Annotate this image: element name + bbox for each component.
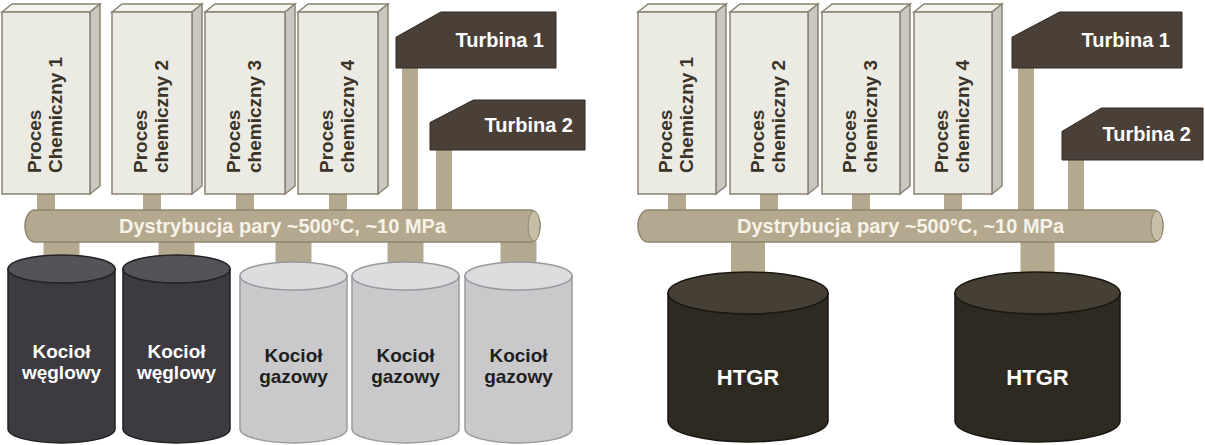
gas-boiler: Kocioł gazowy	[352, 262, 459, 443]
coal-boiler: Kocioł węglowy	[8, 255, 115, 443]
node-label: Proces chemiczny 3	[224, 33, 266, 173]
steam-stub	[402, 67, 418, 211]
process-box: Proces chemiczny 3	[205, 4, 295, 194]
pipe-label: Dystrybucja pary ~500°C, ~10 MPa	[737, 215, 1064, 237]
steam-stub	[731, 241, 765, 273]
steam-stub	[1021, 241, 1055, 273]
steam-stub	[436, 149, 452, 211]
rotated-label: Proces Chemiczny 1	[25, 33, 67, 173]
steam-stub	[501, 241, 537, 263]
rotated-label: Proces chemiczny 3	[224, 33, 266, 173]
node-label: Proces chemiczny 4	[317, 33, 359, 173]
rotated-label: Proces chemiczny 2	[131, 33, 173, 173]
steam-stub	[944, 193, 962, 211]
pipe-label: Dystrybucja pary ~500°C, ~10 MPa	[119, 215, 446, 237]
process-box: Proces chemiczny 4	[298, 4, 388, 194]
steam-stub	[276, 241, 312, 263]
steam-stub	[143, 193, 161, 211]
steam-stub	[236, 193, 254, 211]
node-label: Kocioł gazowy	[358, 346, 454, 388]
turbine-flag: Turbina 2	[430, 100, 585, 150]
steam-pipe: Dystrybucja pary ~500°C, ~10 MPa	[25, 210, 540, 242]
process-box: Proces chemiczny 2	[730, 4, 818, 194]
steam-stub	[388, 241, 424, 263]
htgr-reactor: HTGR	[955, 272, 1120, 442]
turbine-flag: Turbina 1	[1012, 12, 1182, 68]
node-label: Kocioł gazowy	[246, 346, 342, 388]
steam-stub	[329, 193, 347, 211]
node-label: Turbina 2	[1102, 123, 1191, 145]
node-label: Kocioł gazowy	[471, 346, 567, 388]
node-label: Proces chemiczny 4	[932, 33, 974, 173]
node-label: Proces Chemiczny 1	[656, 33, 698, 173]
node-label: Turbina 1	[1081, 29, 1170, 51]
process-box: Proces chemiczny 4	[914, 4, 1002, 194]
process-box: Proces chemiczny 2	[112, 4, 202, 194]
rotated-label: Proces chemiczny 4	[932, 33, 974, 173]
node-label: HTGR	[1006, 366, 1068, 390]
gas-boiler: Kocioł gazowy	[465, 262, 572, 443]
node-label: Turbina 2	[484, 114, 573, 136]
node-label: Proces chemiczny 2	[131, 33, 173, 173]
htgr-reactor-outline	[668, 272, 828, 442]
node-label: Kocioł węglowy	[14, 342, 110, 384]
steam-stub	[852, 193, 870, 211]
turbine-flag: Turbina 1	[396, 12, 556, 68]
process-box: Proces chemiczny 3	[822, 4, 910, 194]
steam-stub	[1068, 159, 1084, 211]
coal-boiler: Kocioł węglowy	[123, 255, 230, 443]
steam-stub	[760, 193, 778, 211]
node-label: Turbina 1	[455, 29, 544, 51]
rotated-label: Proces chemiczny 2	[748, 33, 790, 173]
gas-boiler: Kocioł gazowy	[240, 262, 347, 443]
node-label: Proces chemiczny 2	[748, 33, 790, 173]
steam-stub	[159, 241, 195, 256]
node-label: HTGR	[717, 366, 779, 390]
rotated-label: Proces chemiczny 3	[840, 33, 882, 173]
node-label: Kocioł węglowy	[129, 342, 225, 384]
htgr-reactor-outline	[955, 272, 1120, 442]
htgr-reactor: HTGR	[668, 272, 828, 442]
rotated-label: Proces chemiczny 4	[317, 33, 359, 173]
steam-stub	[668, 193, 686, 211]
steam-pipe: Dystrybucja pary ~500°C, ~10 MPa	[638, 210, 1163, 242]
process-box: Proces Chemiczny 1	[2, 4, 100, 194]
rotated-label: Proces Chemiczny 1	[656, 33, 698, 173]
node-label: Proces Chemiczny 1	[25, 33, 67, 173]
node-label: Proces chemiczny 3	[840, 33, 882, 173]
steam-stub	[44, 241, 80, 256]
turbine-flag: Turbina 2	[1062, 108, 1203, 160]
steam-stub	[37, 193, 55, 211]
steam-stub	[1018, 67, 1034, 211]
process-box: Proces Chemiczny 1	[638, 4, 726, 194]
